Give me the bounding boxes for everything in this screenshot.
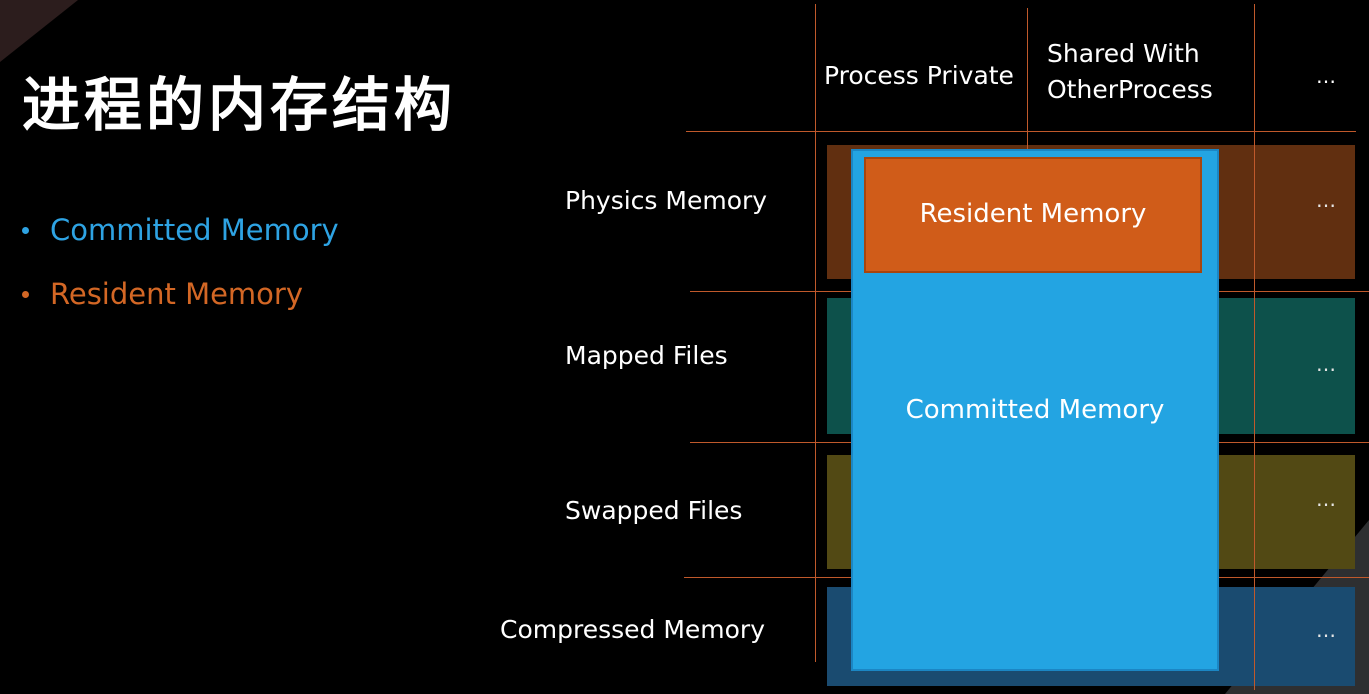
row-label-compressed-memory: Compressed Memory — [500, 615, 766, 644]
bullet-dot-icon — [22, 227, 29, 234]
row-label-physics-memory: Physics Memory — [565, 186, 768, 215]
bullet-dot-icon — [22, 291, 29, 298]
column-header-process-private: Process Private — [824, 61, 1014, 90]
column-header-shared-line1: Shared With — [1047, 39, 1200, 68]
row-more-mapped: … — [1316, 352, 1337, 376]
gridline-vertical — [1254, 4, 1255, 690]
bullet-committed-memory: Committed Memory — [22, 214, 339, 246]
column-header-shared-line2: OtherProcess — [1047, 75, 1213, 104]
row-more-swapped: … — [1316, 487, 1337, 511]
bullet-label: Committed Memory — [50, 213, 339, 247]
row-label-swapped-files: Swapped Files — [565, 496, 743, 525]
gridline-vertical — [1027, 8, 1028, 150]
row-more-physics: … — [1316, 188, 1337, 212]
row-more-compressed: … — [1316, 618, 1337, 642]
resident-memory-label: Resident Memory — [919, 199, 1147, 229]
slide-title: 进程的内存结构 — [22, 71, 457, 139]
corner-decoration-top-left — [0, 0, 78, 62]
committed-memory-label: Committed Memory — [905, 395, 1165, 425]
resident-memory-box: Resident Memory — [864, 157, 1202, 273]
bullet-resident-memory: Resident Memory — [22, 278, 339, 310]
gridline-horizontal — [686, 131, 1356, 132]
column-header-more: … — [1316, 64, 1336, 88]
gridline-vertical — [815, 4, 816, 662]
row-label-mapped-files: Mapped Files — [565, 341, 728, 370]
bullet-list: Committed Memory Resident Memory — [22, 214, 339, 342]
bullet-label: Resident Memory — [50, 277, 304, 311]
